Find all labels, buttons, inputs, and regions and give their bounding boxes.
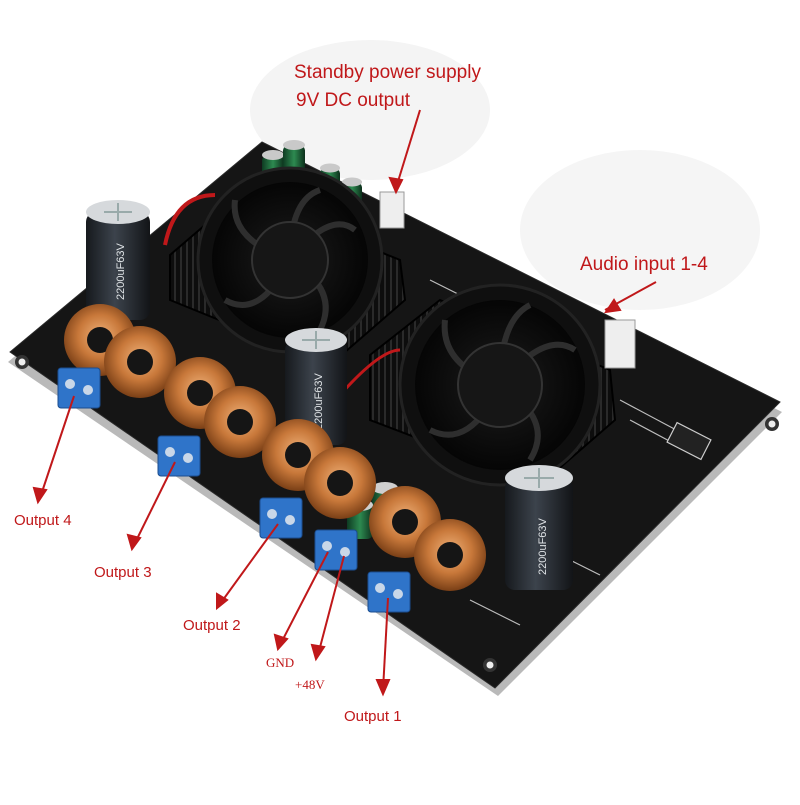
capacitor-marking: 2200uF63V (115, 242, 127, 300)
audio-input-connector (604, 319, 636, 369)
terminal-output-2 (259, 497, 303, 539)
output-4-label: Output 4 (14, 512, 72, 529)
capacitor-1: 2200uF63V (86, 200, 150, 320)
terminal-output-4 (57, 367, 101, 409)
standby-power-label: Standby power supply (294, 62, 481, 83)
background-blur (520, 150, 760, 310)
output-1-label: Output 1 (344, 708, 402, 725)
mounting-holes (15, 355, 779, 672)
fan-wire (163, 193, 216, 246)
fan-wire (338, 348, 401, 396)
output-3-label: Output 3 (94, 564, 152, 581)
audio-input-label: Audio input 1-4 (580, 254, 708, 275)
terminal-output-1 (367, 571, 411, 613)
heatsink-fan-2 (369, 283, 617, 487)
capacitor-marking: 2200uF63V (313, 372, 325, 430)
standby-connector (379, 191, 405, 229)
gnd-label: GND (266, 655, 295, 670)
background-blur (250, 40, 490, 180)
capacitor-2: 2200uF63V (285, 328, 347, 445)
annotation-arrows (32, 109, 657, 697)
output-2-label: Output 2 (183, 617, 241, 634)
plus48v-label: +48V (295, 677, 325, 692)
terminal-power (314, 529, 358, 571)
terminal-output-3 (157, 435, 201, 477)
standby-voltage-label: 9V DC output (296, 90, 411, 111)
heatsink-fan-1 (169, 166, 407, 367)
toroidal-inductors (64, 304, 486, 591)
capacitor-3: 2200uF63V (505, 465, 573, 590)
capacitor-marking: 2200uF63V (537, 517, 549, 575)
